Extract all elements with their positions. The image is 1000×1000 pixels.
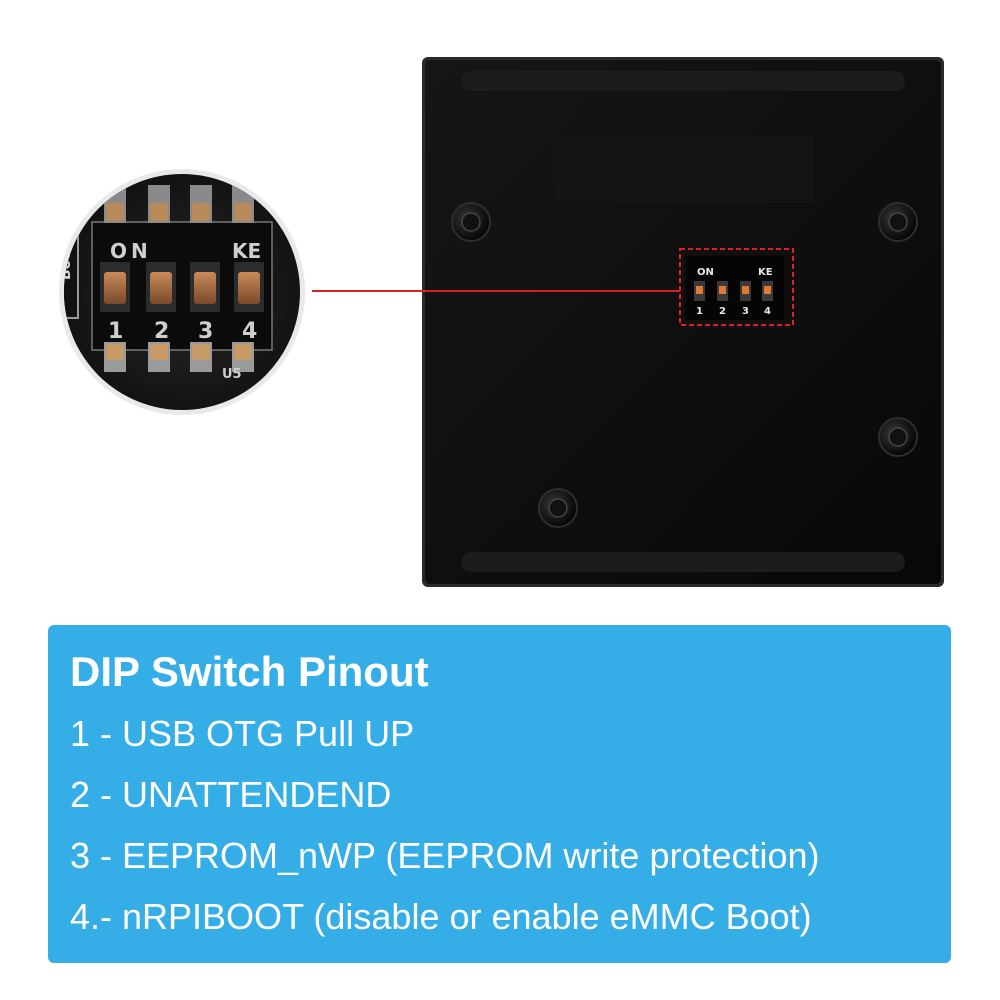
inset-lever-1	[104, 272, 126, 304]
inset-number-4: 4	[242, 319, 257, 344]
inset-number-2: 2	[154, 319, 169, 344]
zoom-inset: Boot ON KE 1 2 3 4	[58, 169, 305, 415]
switch-lever-1	[696, 286, 703, 294]
bottom-vent-slot	[461, 552, 905, 572]
inset-number-3: 3	[198, 319, 213, 344]
pinout-item: 2 - UNATTENDEND	[70, 774, 392, 815]
switch-number-1: 1	[696, 306, 703, 317]
u5-label: U5	[222, 367, 242, 382]
product-photo: ON KE 1 2 3 4 Boot ON KE	[58, 57, 944, 587]
screw-icon	[451, 202, 491, 242]
screw-icon	[878, 202, 918, 242]
switch-lever-4	[764, 286, 771, 294]
switch-lever-2	[719, 286, 726, 294]
inset-lever-3	[194, 272, 216, 304]
inset-number-1: 1	[108, 319, 123, 344]
top-vent-slot	[461, 71, 905, 91]
boot-label: Boot	[58, 243, 74, 280]
switch-number-3: 3	[742, 306, 749, 317]
switch-number-4: 4	[764, 306, 771, 317]
inset-on-label: ON	[110, 239, 152, 263]
screw-icon	[538, 488, 578, 528]
switch-on-label: ON	[697, 267, 714, 278]
pinout-panel: DIP Switch Pinout 1 - USB OTG Pull UP 2 …	[48, 625, 951, 963]
highlight-box	[679, 248, 794, 326]
pinout-item: 4.- nRPIBOOT (disable or enable eMMC Boo…	[70, 896, 812, 937]
pinout-list: 1 - USB OTG Pull UP 2 - UNATTENDEND 3 - …	[70, 703, 951, 947]
inset-ke-label: KE	[232, 239, 261, 263]
label-recess	[553, 137, 814, 203]
switch-number-2: 2	[719, 306, 726, 317]
panel-title: DIP Switch Pinout	[70, 648, 429, 695]
pinout-item: 3 - EEPROM_nWP (EEPROM write protection)	[70, 835, 820, 876]
device-dip-switch: ON KE 1 2 3 4	[686, 256, 784, 320]
pinout-item: 1 - USB OTG Pull UP	[70, 713, 415, 754]
device-enclosure	[422, 57, 944, 587]
switch-lever-3	[742, 286, 749, 294]
inset-lever-4	[238, 272, 260, 304]
inset-lever-2	[150, 272, 172, 304]
switch-ke-label: KE	[758, 267, 773, 278]
screw-icon	[878, 417, 918, 457]
